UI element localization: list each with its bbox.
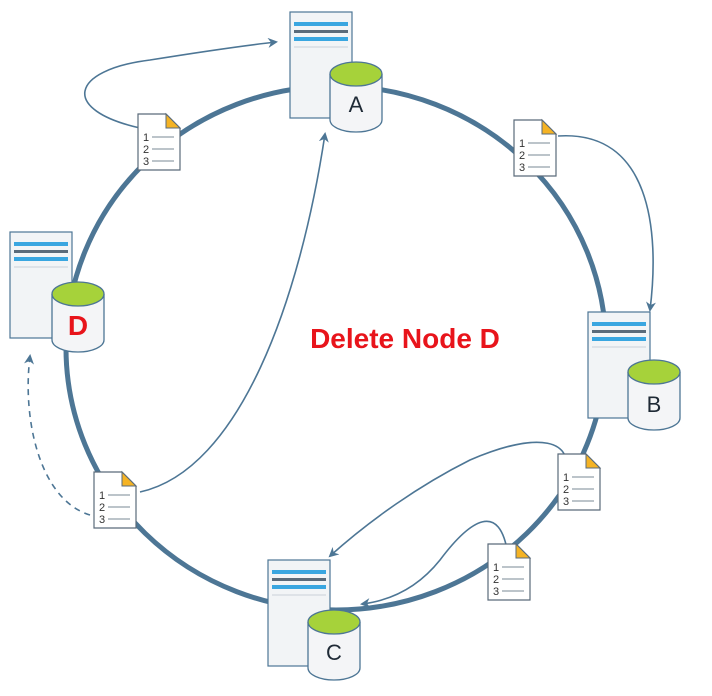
node-c-label: C (326, 640, 342, 665)
svg-text:1: 1 (563, 472, 569, 484)
node-a: A (289, 11, 383, 133)
document-icon-2: 1 2 3 (513, 119, 557, 177)
arrow-doc-to-c-upper (328, 441, 568, 558)
data-migration-arrows (24, 37, 656, 608)
node-d-label: D (68, 310, 88, 341)
svg-text:1: 1 (519, 138, 525, 150)
svg-text:1: 1 (99, 490, 105, 502)
svg-text:2: 2 (563, 484, 569, 496)
svg-text:1: 1 (493, 562, 499, 574)
arrow-doc-to-b (557, 135, 656, 312)
svg-text:2: 2 (493, 574, 499, 586)
document-icon-1: 1 2 3 (137, 113, 181, 171)
document-icon-3: 1 2 3 (557, 453, 601, 511)
svg-text:3: 3 (493, 586, 499, 598)
arrow-doc-to-d-dashed (24, 354, 91, 516)
node-c: C (267, 559, 361, 681)
arrow-doc-to-a-long (139, 132, 329, 493)
node-d: D (9, 231, 105, 353)
svg-text:1: 1 (143, 132, 149, 144)
svg-text:3: 3 (519, 162, 525, 174)
svg-text:3: 3 (563, 496, 569, 508)
svg-text:3: 3 (99, 514, 105, 526)
svg-text:2: 2 (99, 502, 105, 514)
svg-text:2: 2 (143, 144, 149, 156)
document-icon-5: 1 2 3 (93, 471, 137, 529)
svg-text:3: 3 (143, 156, 149, 168)
node-a-label: A (349, 92, 364, 117)
node-b-label: B (647, 392, 662, 417)
svg-text:2: 2 (519, 150, 525, 162)
node-b: B (587, 311, 681, 431)
arrow-doc-to-a (83, 37, 278, 129)
document-icon-4: 1 2 3 (487, 543, 531, 601)
diagram-title: Delete Node D (310, 323, 500, 354)
arrow-doc-to-c-lower (360, 520, 509, 608)
